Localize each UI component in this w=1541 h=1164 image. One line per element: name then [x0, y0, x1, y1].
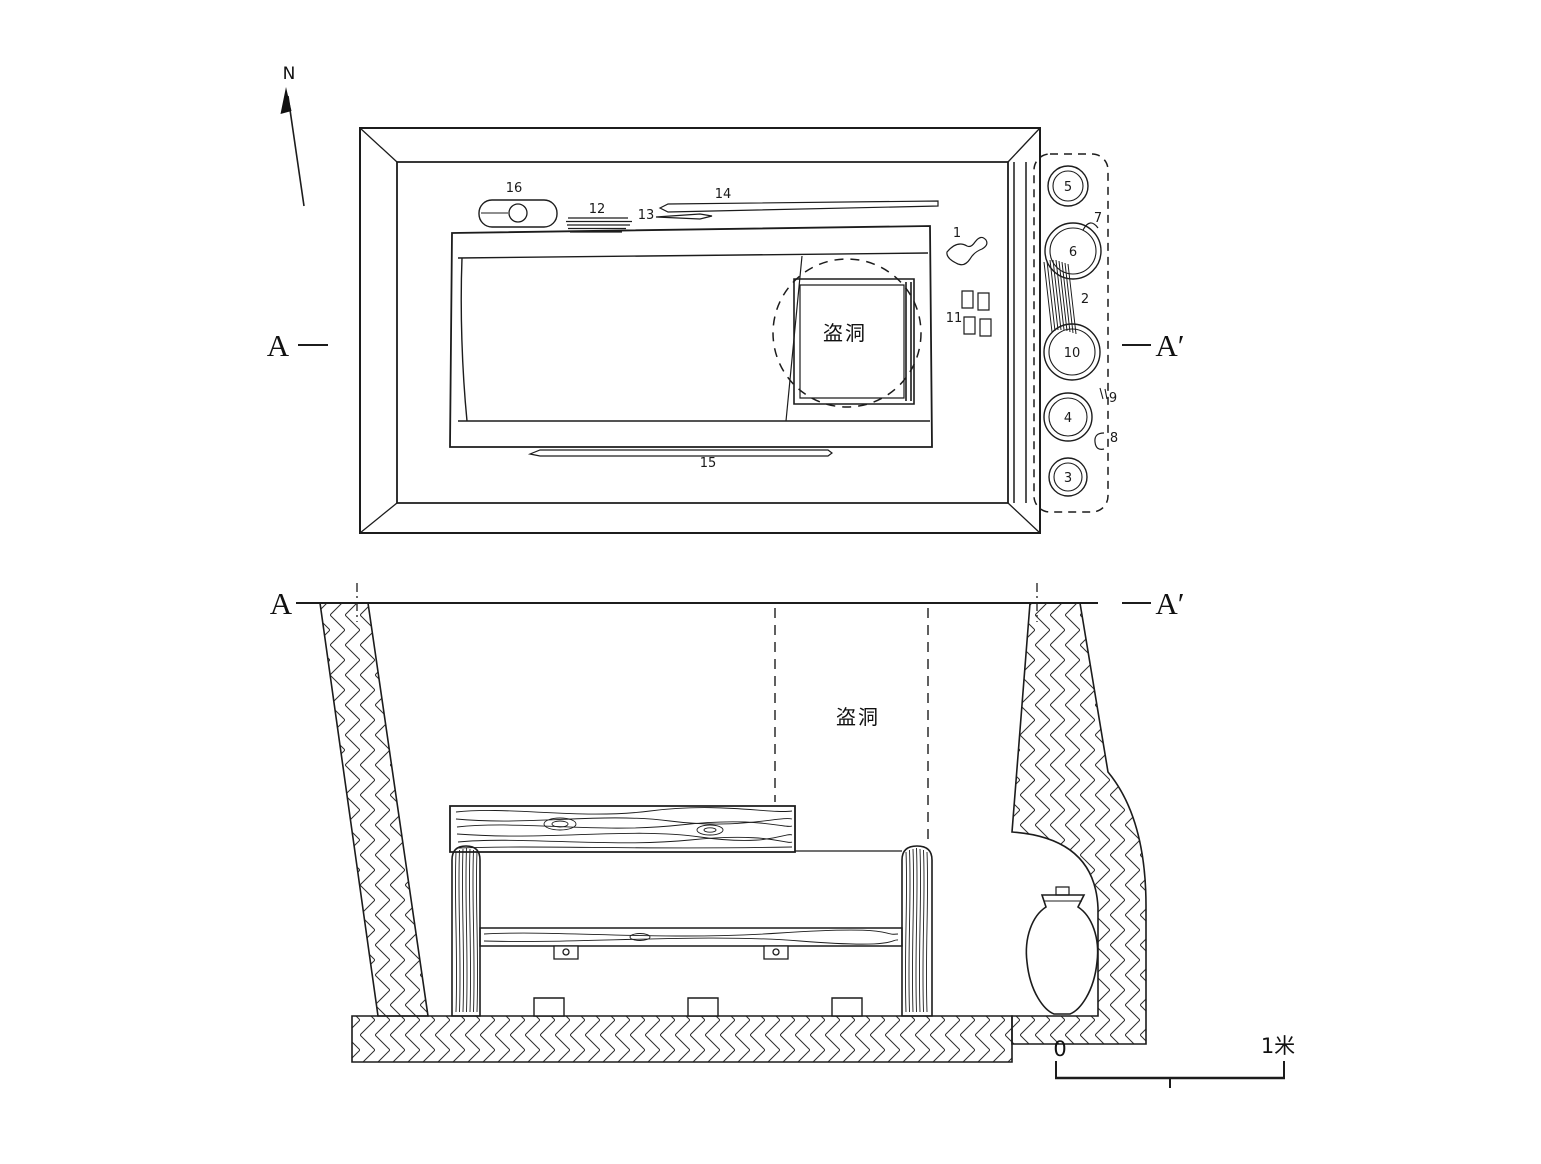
- robber-hole-rect-outer: [794, 279, 914, 404]
- coffin-floor-grain: [484, 930, 898, 944]
- artifact-12-comb: [566, 218, 632, 232]
- label-8: 8: [1110, 431, 1118, 446]
- coffin-endboard-plan: [906, 282, 911, 401]
- coffin-lid: [450, 806, 795, 852]
- north-arrow-shaft: [288, 96, 304, 206]
- robber-hole-label-section: 盗洞: [836, 705, 880, 729]
- artifact-14-rod: [660, 201, 938, 212]
- pot-10: [1044, 324, 1100, 380]
- bundle-2: [1044, 260, 1076, 334]
- pot-4: [1044, 393, 1092, 441]
- north-arrow: N: [280, 64, 305, 206]
- plan-marker-a-prime: A′: [1155, 328, 1184, 363]
- coffin-outer-outline: [450, 226, 932, 447]
- label-13: 13: [638, 208, 655, 223]
- label-1: 1: [953, 226, 961, 241]
- artifact-15-rod: [530, 450, 832, 456]
- label-3: 3: [1064, 471, 1072, 486]
- coffin-plan: 盗洞: [450, 226, 932, 447]
- artifact-13-pin: [656, 214, 712, 219]
- plan-outer-wall: [360, 128, 1040, 533]
- plan-corner-miters: [360, 128, 1040, 533]
- coffin-foot: [688, 998, 718, 1016]
- niche-outline: [1034, 154, 1108, 512]
- robber-hole-label-plan: 盗洞: [823, 321, 867, 345]
- plan-artifacts: [479, 200, 991, 456]
- north-label: N: [283, 64, 296, 84]
- left-wall-hatch: [320, 603, 428, 1016]
- coffin-left-endboard: [452, 846, 480, 1016]
- label-11: 11: [946, 311, 963, 326]
- coffin-left-inner-edge: [461, 258, 467, 421]
- niche-labels: 5 7 6 2 10 9 4 8 3: [1064, 180, 1118, 486]
- niche-pot-section: [1026, 887, 1097, 1014]
- coffin-foot: [832, 998, 862, 1016]
- robber-hole-section: 盗洞: [775, 608, 928, 843]
- section-marker-a-prime: A′: [1155, 586, 1184, 621]
- label-5: 5: [1064, 180, 1072, 195]
- niche-pot-knob: [1056, 887, 1069, 895]
- pot-3: [1049, 458, 1087, 496]
- label-4: 4: [1064, 411, 1072, 426]
- plan-chamber-east-wall: [1014, 162, 1026, 503]
- section-view: A A′ 盗洞: [270, 583, 1295, 1088]
- label-9: 9: [1109, 391, 1117, 406]
- coffin-lid-grain: [456, 808, 792, 848]
- section-marker-a: A: [270, 586, 293, 621]
- artifact-1-ornament: [947, 237, 987, 264]
- scale-unit-label: 1米: [1261, 1034, 1295, 1058]
- coffin-floor-blocks: [554, 946, 788, 959]
- pot-6: [1045, 223, 1101, 279]
- scale-zero-label: 0: [1053, 1037, 1066, 1061]
- item-7: [1083, 223, 1098, 230]
- label-10: 10: [1064, 346, 1081, 361]
- coffin-section: [450, 806, 932, 1016]
- north-arrow-head: [280, 87, 292, 114]
- niche-plan: 5 7 6 2 10 9 4 8 3: [1034, 154, 1118, 512]
- item-8: [1095, 433, 1104, 449]
- floor-hatch: [352, 1016, 1012, 1062]
- label-14: 14: [715, 187, 732, 202]
- label-15: 15: [700, 456, 717, 471]
- label-12: 12: [589, 202, 606, 217]
- scale-bar: 0 1米: [1053, 1034, 1295, 1088]
- coffin-right-endboard-grain: [905, 848, 927, 1012]
- label-16: 16: [506, 181, 523, 196]
- plan-marker-a: A: [267, 328, 290, 363]
- earth-hatching: [320, 603, 1146, 1062]
- item-9: [1100, 388, 1107, 399]
- label-6: 6: [1069, 245, 1077, 260]
- plan-section-markers: A A′: [267, 328, 1185, 363]
- coffin-foot: [534, 998, 564, 1016]
- coffin-floor-plank: [480, 928, 902, 946]
- plan-view: 盗洞 16 12: [267, 128, 1185, 533]
- pot-5: [1048, 166, 1088, 206]
- coffin-left-endboard-grain: [455, 848, 477, 1012]
- label-7: 7: [1094, 211, 1102, 226]
- artifact-11-plaques: [962, 291, 991, 336]
- right-wall-hatch: [1012, 603, 1146, 1044]
- label-2: 2: [1081, 292, 1089, 307]
- coffin-feet: [534, 998, 862, 1016]
- coffin-top-inner-edge: [458, 253, 928, 258]
- artifact-16-box: [479, 200, 557, 227]
- niche-pot-outline: [1026, 895, 1097, 1014]
- plan-artifact-labels: 16 12 13 14 1 11 15: [506, 181, 963, 471]
- robber-hole-rect-inner: [800, 285, 904, 398]
- plan-inner-wall: [397, 162, 1008, 503]
- robber-hole-circle: [773, 259, 921, 407]
- coffin-right-endboard: [902, 846, 932, 1016]
